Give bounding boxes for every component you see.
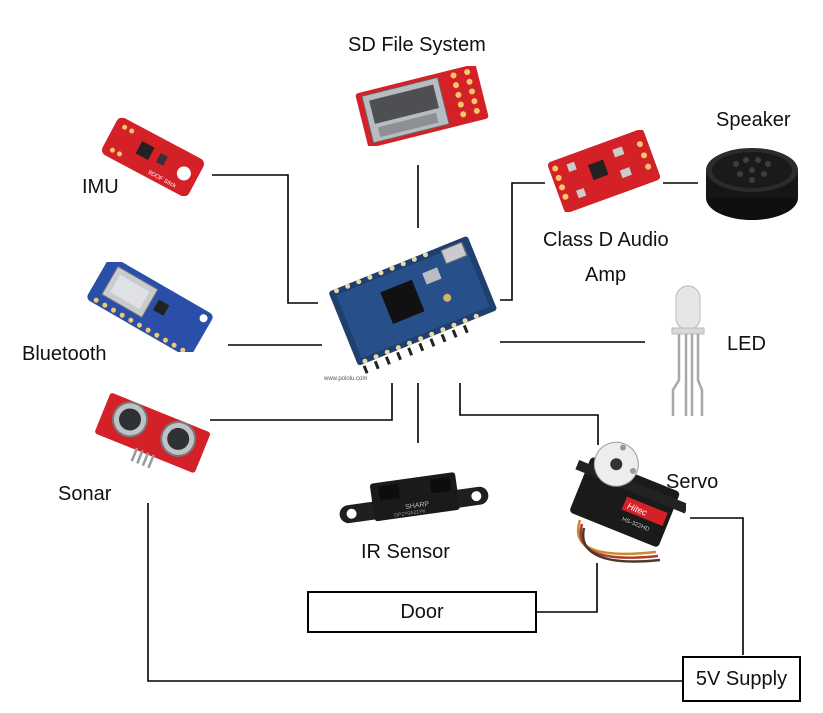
speaker-label: Speaker	[716, 109, 791, 131]
ir-model-text: GP2Y0A21YK	[394, 508, 427, 518]
wire-servo	[459, 383, 599, 445]
sonar-board-image	[95, 393, 210, 473]
imu-label: IMU	[82, 176, 119, 198]
mbed-caption: www.pololu.com	[324, 376, 368, 382]
bluetooth-board-image	[87, 262, 213, 352]
sd-label: SD File System	[348, 34, 486, 56]
mbed-board-image	[329, 236, 497, 374]
wire-servo-supply	[690, 517, 744, 655]
led-image	[671, 285, 705, 416]
wire-amp	[500, 182, 545, 301]
servo-image: Hitec HS-322HD	[570, 441, 686, 563]
bluetooth-label: Bluetooth	[22, 343, 107, 365]
imu-board-image: 9DOF Stick	[101, 118, 205, 196]
amp-board-image	[547, 130, 661, 212]
supply-label: 5V Supply	[695, 667, 788, 690]
amp-label-line1: Class D Audio	[543, 229, 669, 251]
speaker-image	[706, 148, 798, 220]
servo-label: Servo	[666, 471, 719, 493]
led-label: LED	[727, 333, 766, 355]
wire-sonar-supply	[147, 503, 682, 682]
ir-brand-text: SHARP	[405, 501, 430, 511]
wire-door	[535, 563, 598, 613]
door-label: Door	[400, 600, 444, 623]
supply-box: 5V Supply	[682, 656, 801, 702]
wire-imu	[212, 174, 318, 304]
wire-sonar	[210, 383, 393, 421]
door-box: Door	[307, 591, 537, 633]
amp-label-line2: Amp	[585, 264, 627, 286]
sonar-label: Sonar	[58, 483, 112, 505]
ir-sensor-label: IR Sensor	[361, 541, 450, 563]
ir-sensor-image: SHARP GP2Y0A21YK	[339, 472, 489, 524]
sd-board-image	[355, 66, 489, 146]
